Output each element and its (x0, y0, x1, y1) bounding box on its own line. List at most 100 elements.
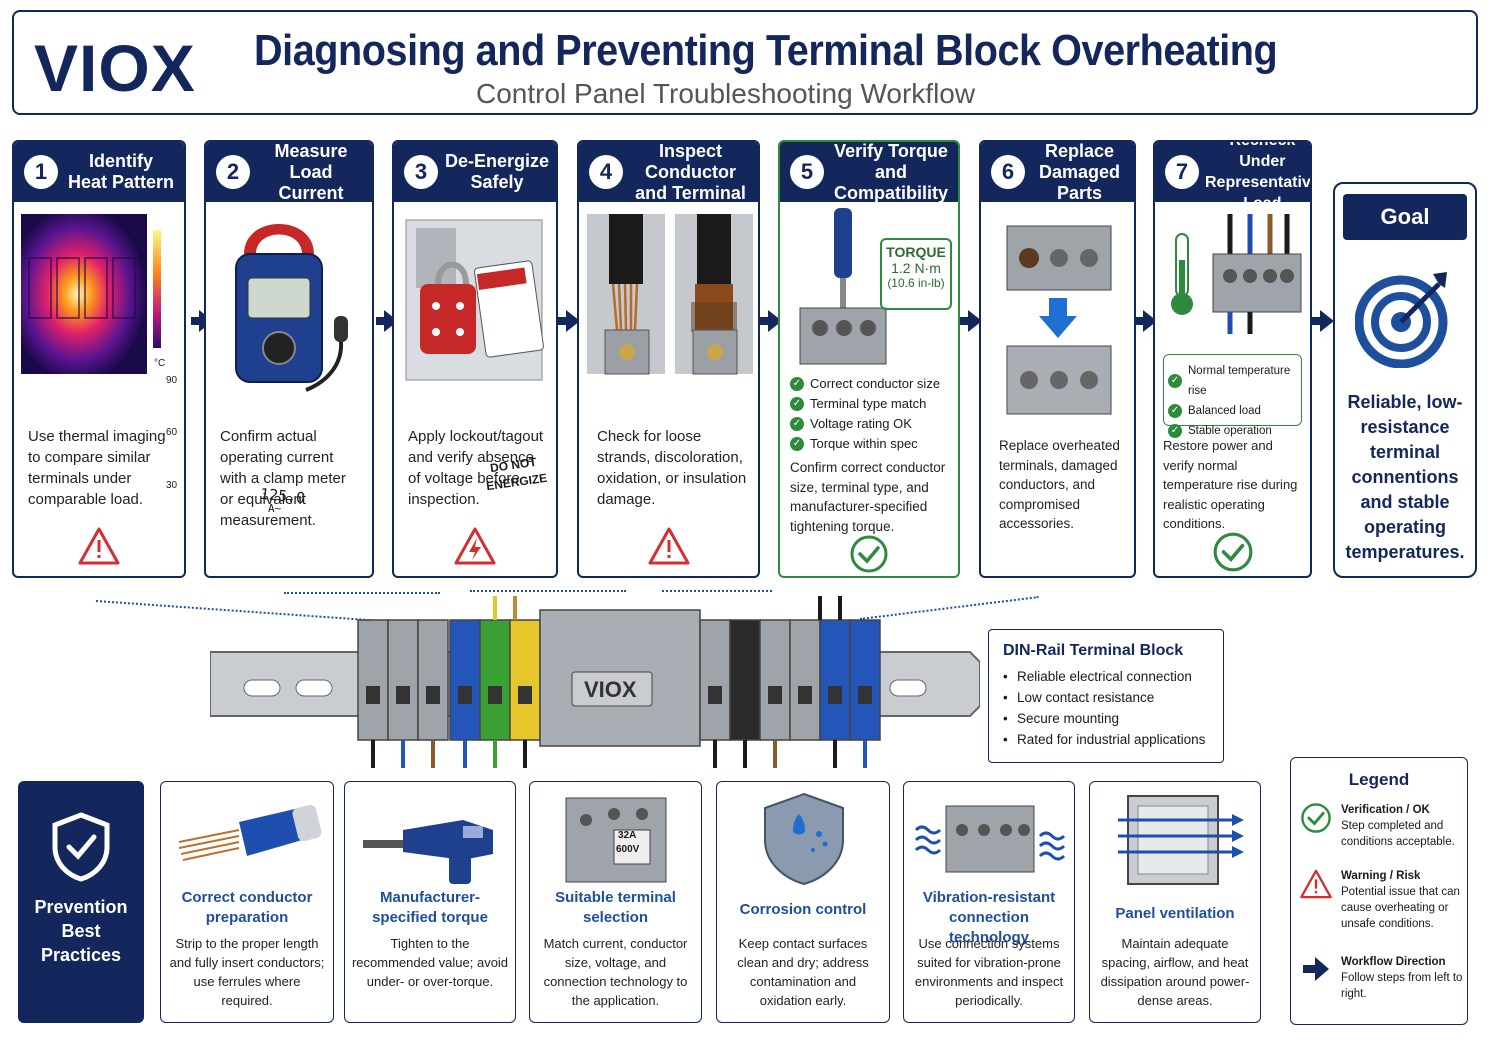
practice-card: Vibration-resistant connection technolog… (903, 781, 1075, 1023)
step-description: Use thermal imaging to compare similar t… (28, 428, 166, 508)
step-title: Recheck Under Representative Load (1205, 140, 1312, 212)
check-icon: ✓ (790, 417, 804, 431)
step-title: Inspect Conductor and Terminal (635, 140, 746, 203)
step-number: 1 (24, 155, 58, 189)
warning-icon (1300, 869, 1332, 899)
practice-description: Keep contact surfaces clean and dry; add… (737, 936, 869, 1008)
legend-item: Verification / OK Step completed and con… (1299, 802, 1463, 850)
checklist-item: ✓Correct conductor size (790, 374, 952, 394)
legend-item: Workflow Direction Follow steps from lef… (1299, 954, 1463, 1002)
practice-description: Use connection systems suited for vibrat… (914, 936, 1064, 1008)
goal-description: Reliable, low-resistance terminal connen… (1345, 392, 1465, 562)
check-icon: ✓ (790, 377, 804, 391)
conductor-inspection-image (587, 214, 753, 375)
step-number: 3 (404, 155, 438, 189)
step-title: Replace Damaged Parts (1038, 140, 1121, 203)
torque-label: TORQUE (886, 244, 946, 260)
step-description: Apply lockout/tagout and verify absence … (408, 428, 544, 508)
legend-label: Verification / OK (1341, 804, 1430, 816)
practice-title: Panel ventilation (1115, 905, 1235, 922)
replace-parts-image (1006, 225, 1112, 415)
page-subtitle: Control Panel Troubleshooting Workflow (476, 78, 976, 109)
feature-item: Secure mounting (1003, 708, 1209, 729)
step-number: 2 (216, 155, 250, 189)
best-practices-header: Prevention Best Practices (18, 781, 144, 1023)
recheck-checklist-box: ✓Normal temperature rise ✓Balanced load … (1163, 354, 1302, 438)
legend-description: Step completed and conditions acceptable… (1341, 820, 1455, 848)
workflow-arrow (1312, 310, 1334, 332)
recheck-checklist: ✓Normal temperature rise ✓Balanced load … (1168, 361, 1297, 441)
practice-title: Suitable terminal selection (555, 889, 676, 926)
rating-voltage: 600V (616, 844, 640, 855)
step-1-card: 1 Identify Heat Pattern °C 90 60 30 Use … (12, 140, 186, 578)
feature-item: Reliable electrical connection (1003, 666, 1209, 687)
step-title: Identify Heat Pattern (67, 151, 175, 192)
checklist-item: ✓Voltage rating OK (790, 414, 952, 434)
check-icon: ✓ (1168, 404, 1182, 418)
check-icon (1213, 532, 1252, 572)
step-header: 4 Inspect Conductor and Terminal (579, 140, 758, 203)
step-6-card: 6 Replace Damaged Parts Replace overheat… (979, 140, 1136, 578)
header-banner: VIOX Diagnosing and Preventing Terminal … (12, 10, 1478, 115)
torque-driver-image (363, 820, 493, 884)
din-rail-title: DIN-Rail Terminal Block (1003, 642, 1184, 659)
torque-spec-box: TORQUE 1.2 N·m (10.6 in-lb) (880, 238, 952, 310)
best-practices-title: Prevention Best Practices (34, 897, 128, 965)
step-header: 1 Identify Heat Pattern (14, 142, 184, 202)
step-3-card: 3 De-Energize Safely DANGER DO NOT ENERG… (392, 140, 558, 578)
step-description: Check for loose strands, discoloration, … (597, 428, 747, 508)
practice-description: Strip to the proper length and fully ins… (169, 936, 325, 1008)
step-header: 3 De-Energize Safely (394, 142, 556, 202)
panel-ventilation-image (1118, 795, 1244, 885)
step-number: 6 (991, 155, 1025, 189)
step-title: Measure Load Current (274, 140, 348, 203)
legend-label: Workflow Direction (1341, 956, 1446, 968)
din-rail-features: Reliable electrical connection Low conta… (1003, 666, 1209, 750)
step-description: Restore power and verify normal temperat… (1163, 438, 1298, 531)
step-header: 5 Verify Torque and Compatibility (780, 140, 958, 203)
check-icon: ✓ (1168, 374, 1182, 388)
step-4-card: 4 Inspect Conductor and Terminal Check f… (577, 140, 760, 578)
page-title: Diagnosing and Preventing Terminal Block… (254, 26, 1278, 75)
legend-item: Warning / Risk Potential issue that can … (1299, 868, 1463, 932)
thermal-scale-tick: 90 (166, 375, 178, 386)
step-number: 5 (790, 155, 824, 189)
torque-value: 1.2 N·m (891, 260, 941, 276)
checklist-item: ✓Torque within spec (790, 434, 952, 454)
corrosion-shield-icon (764, 792, 844, 886)
step-description: Confirm actual operating current with a … (220, 428, 346, 529)
legend-label: Warning / Risk (1341, 870, 1421, 882)
check-icon: ✓ (790, 397, 804, 411)
target-icon (1355, 272, 1448, 368)
torque-screwdriver-image (799, 208, 887, 365)
thermal-scale-tick: 60 (166, 427, 178, 438)
terminal-block-image (1212, 214, 1302, 334)
check-icon: ✓ (1168, 424, 1182, 438)
practice-title: Vibration-resistant connection technolog… (922, 889, 1056, 946)
workflow-arrow (558, 310, 580, 332)
torque-alt-value: (10.6 in-lb) (887, 276, 945, 290)
step-2-card: 2 Measure Load Current 125.0 A~ Confirm … (204, 140, 374, 578)
practice-description: Maintain adequate spacing, airflow, and … (1100, 936, 1250, 1008)
check-icon (850, 535, 888, 573)
step-number: 7 (1165, 155, 1199, 189)
legend-title: Legend (1348, 770, 1410, 789)
step-5-card: 5 Verify Torque and Compatibility TORQUE… (778, 140, 960, 578)
connector-line (284, 592, 440, 594)
step-header: 7 Recheck Under Representative Load (1155, 142, 1310, 212)
check-icon: ✓ (790, 437, 804, 451)
step-description: Replace overheated terminals, damaged co… (999, 438, 1120, 531)
step-description: Confirm correct conductor size, terminal… (790, 460, 946, 534)
step-7-card: 7 Recheck Under Representative Load ✓Nor… (1153, 140, 1312, 578)
thermal-scale-unit: °C (154, 358, 166, 369)
thermal-scale-tick: 30 (166, 480, 178, 491)
din-block-brand: VIOX (584, 677, 637, 702)
workflow-arrow (960, 310, 982, 332)
feature-item: Low contact resistance (1003, 687, 1209, 708)
step-title: Verify Torque and Compatibility (833, 140, 948, 203)
feature-item: Rated for industrial applications (1003, 729, 1209, 750)
practice-description: Tighten to the recommended value; avoid … (351, 936, 509, 989)
check-icon (1301, 803, 1331, 833)
goal-title: Goal (1343, 194, 1467, 240)
practice-title: Correct conductor preparation (181, 889, 313, 926)
